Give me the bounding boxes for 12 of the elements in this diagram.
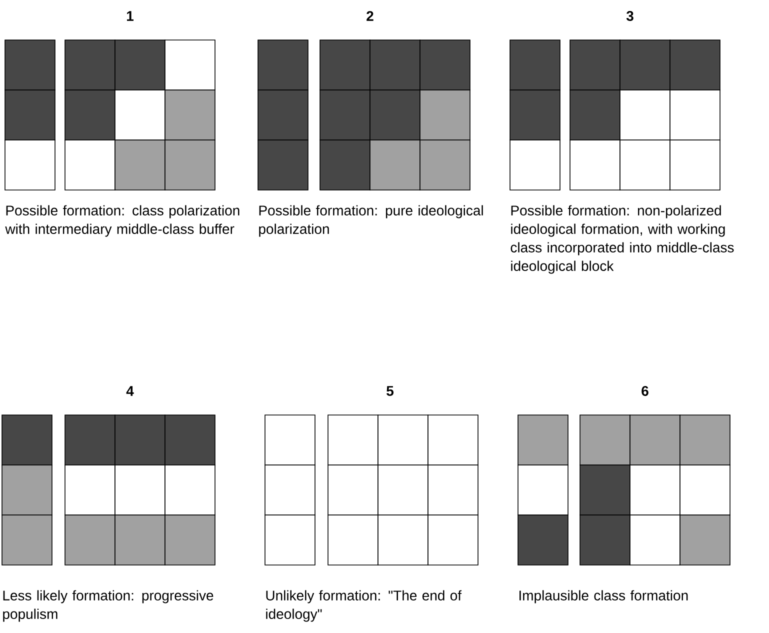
caption: Possible formation: non-polarized ideological formation, with working class incorporated into middle-class ideological block bbox=[510, 205, 734, 274]
panel-number: 5 bbox=[386, 386, 394, 396]
panel-number: 4 bbox=[126, 386, 134, 396]
panel-number: 6 bbox=[642, 386, 648, 396]
caption: Less likely formation: progressive populism bbox=[3, 590, 214, 622]
caption: Possible formation: class polarization with intermediary middle-class buffer bbox=[5, 205, 240, 237]
panel-number: 2 bbox=[366, 11, 374, 21]
caption: Unlikely formation: "The end of ideology" bbox=[266, 590, 462, 622]
panel-number: 3 bbox=[626, 11, 634, 21]
caption: Possible formation: pure ideological polarization bbox=[259, 205, 483, 237]
caption: Implausible class formation bbox=[520, 590, 688, 604]
panel-number: 1 bbox=[126, 11, 134, 21]
